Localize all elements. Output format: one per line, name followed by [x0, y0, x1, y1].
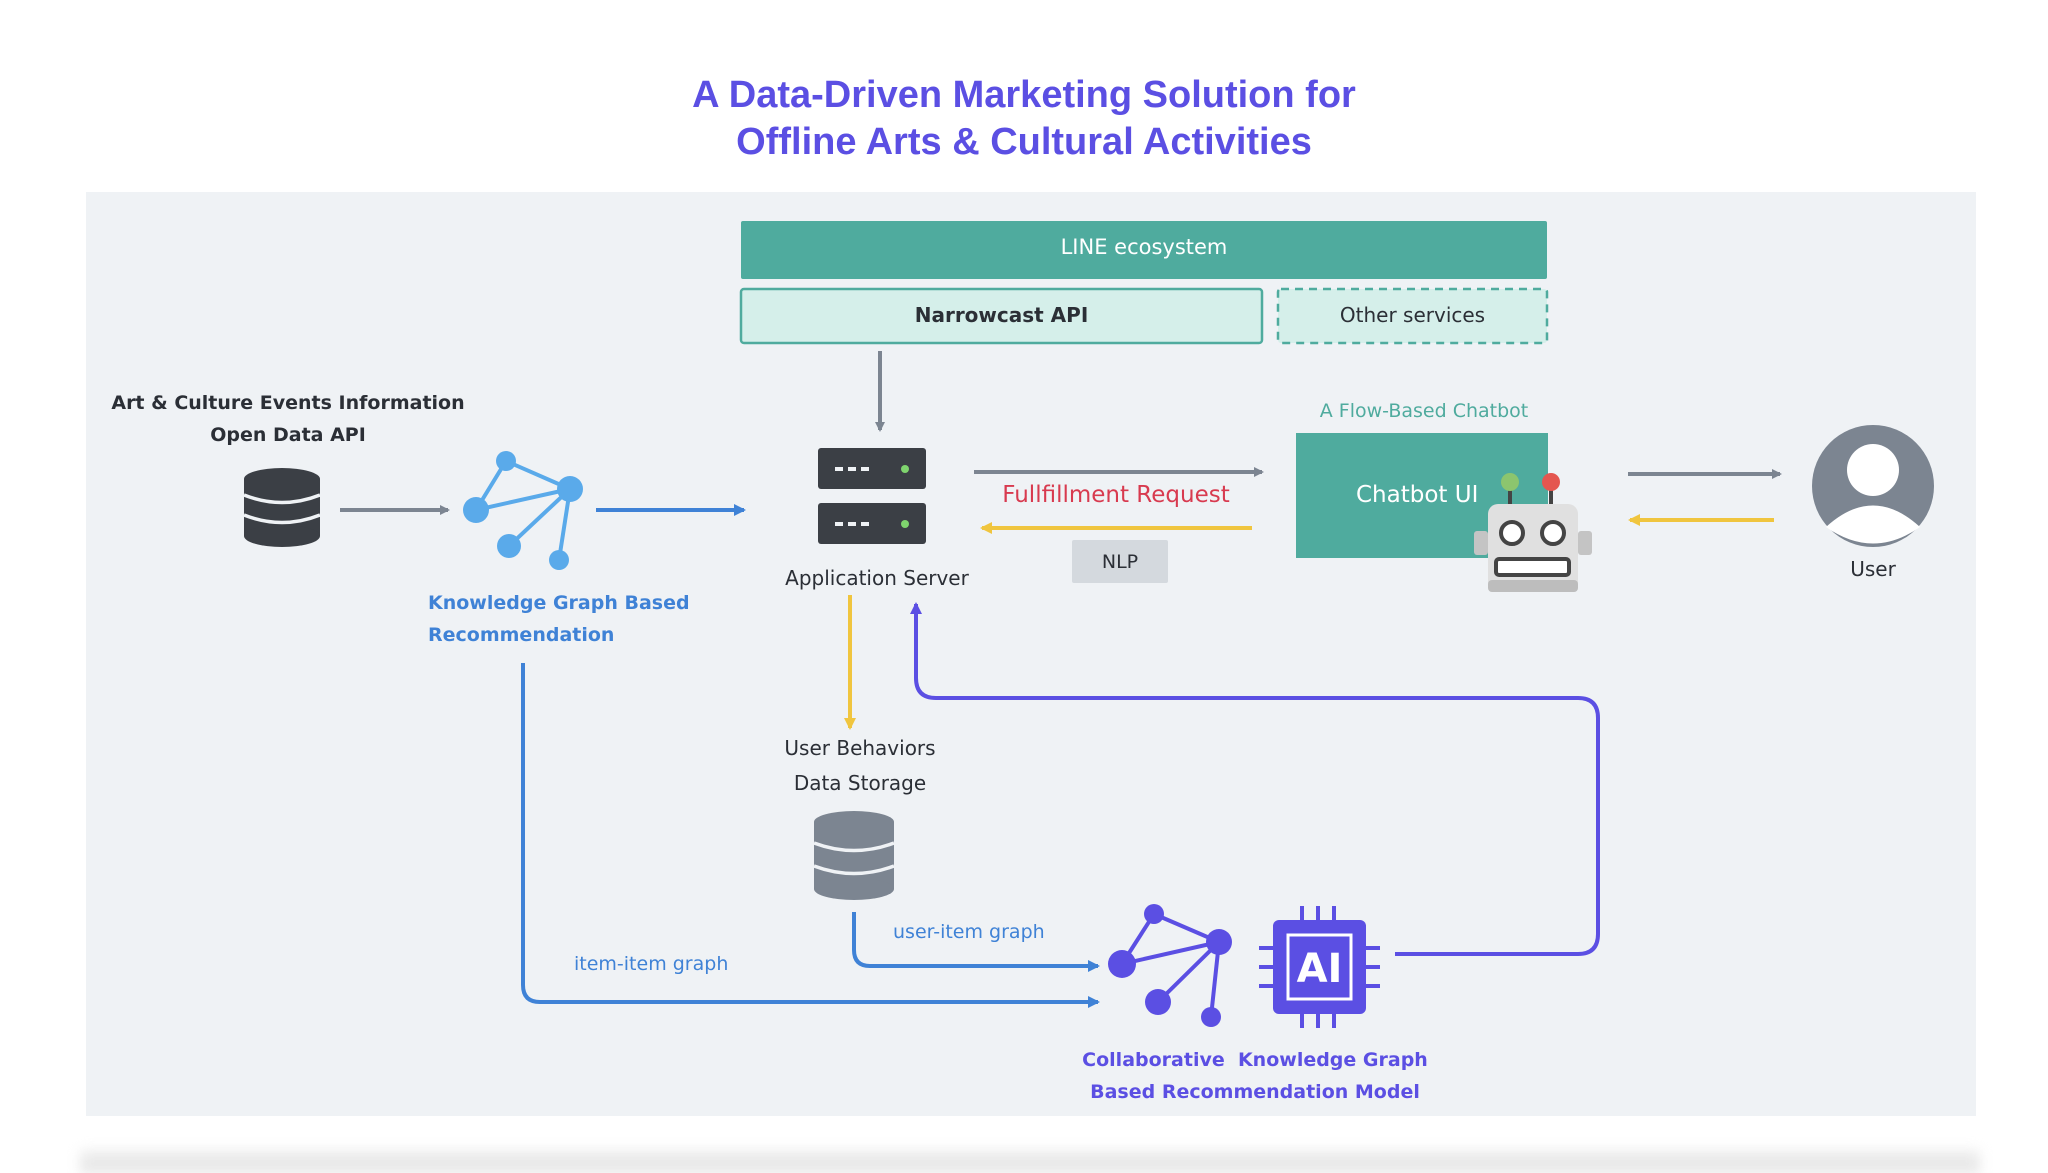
narrowcast-api-label: Narrowcast API [914, 303, 1089, 327]
open-data-title-line-2: Open Data API [210, 424, 366, 446]
kg-recommendation-line-1: Knowledge Graph Based [428, 592, 690, 614]
diagram-panel [86, 192, 1976, 1116]
open-data-title-line-1: Art & Culture Events Information [111, 392, 465, 414]
ai-chip-text: AI [1297, 946, 1343, 992]
application-server-label: Application Server [785, 566, 969, 590]
user-storage-line-2: Data Storage [793, 771, 927, 795]
page-title-line-2: Offline Arts & Cultural Activities [736, 121, 1312, 163]
ai-chip-icon: AI [1259, 906, 1380, 1028]
bottom-shadow [80, 1150, 1980, 1173]
model-title-line-2: Based Recommendation Model [1090, 1081, 1420, 1103]
nlp-label: NLP [1101, 551, 1139, 573]
server-icon [818, 448, 926, 544]
user-avatar-icon [1812, 425, 1934, 547]
arrow-model-to-server [910, 602, 1600, 956]
line-ecosystem-label: LINE ecosystem [1060, 235, 1228, 259]
fulfillment-request-label: Fullfillment Request [1002, 482, 1230, 508]
collaborative-graph-icon [1108, 904, 1232, 1027]
storage-database-icon [813, 811, 895, 900]
user-item-graph-label: user-item graph [893, 921, 1045, 943]
arrow-user-item-graph [852, 912, 1100, 972]
other-services-label: Other services [1339, 303, 1486, 327]
user-label: User [1850, 557, 1896, 581]
chatbot-ui-label: Chatbot UI [1356, 482, 1479, 508]
user-storage-line-1: User Behaviors [784, 736, 936, 760]
page-title-line-1: A Data-Driven Marketing Solution for [692, 74, 1356, 116]
narrowcast-api-box [739, 287, 1264, 345]
item-item-graph-label: item-item graph [574, 953, 729, 975]
model-title-line-1: Collaborative Knowledge Graph [1082, 1049, 1428, 1071]
kg-recommendation-line-2: Recommendation [428, 624, 615, 646]
robot-icon [1474, 473, 1592, 592]
line-ecosystem-bar [741, 221, 1547, 279]
other-services-box [1276, 287, 1549, 345]
arrow-item-item-graph [521, 663, 1100, 1008]
graph-network-icon [463, 451, 583, 570]
database-icon [243, 468, 321, 547]
chatbot-caption: A Flow-Based Chatbot [1319, 400, 1529, 422]
nlp-tag [1072, 540, 1168, 583]
